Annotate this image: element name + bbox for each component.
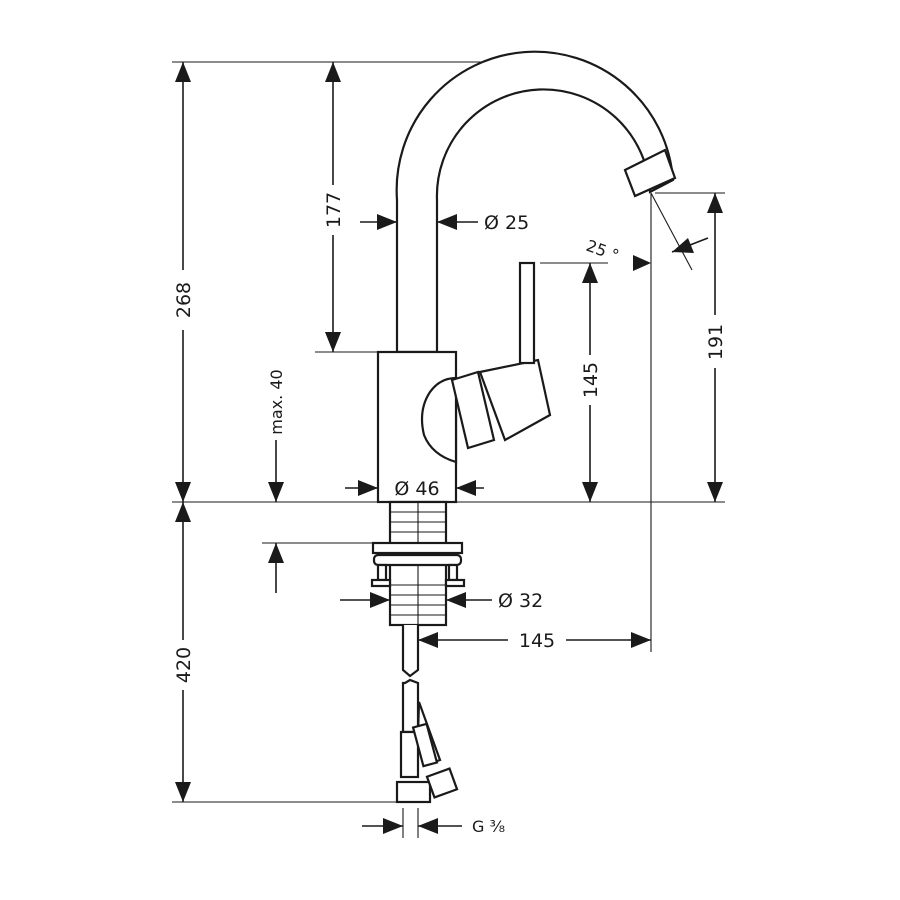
label-body-diameter: Ø 46 — [394, 478, 439, 500]
label-connection-thread: G ³⁄₈ — [472, 817, 505, 836]
label-hose-length: 420 — [173, 647, 195, 683]
label-deck-thickness: max. 40 — [267, 369, 286, 434]
label-lever-height: 145 — [580, 362, 602, 398]
extension-lines — [172, 61, 725, 838]
label-spout-diameter: Ø 25 — [484, 212, 529, 234]
faucet-outline — [370, 50, 677, 804]
label-spout-angle: 25 ° — [584, 236, 622, 265]
label-shank-diameter: Ø 32 — [498, 590, 543, 612]
label-spout-reach: 145 — [519, 630, 555, 652]
label-outlet-height: 191 — [705, 324, 727, 360]
label-total-height: 268 — [173, 282, 195, 318]
dimension-lines — [175, 62, 723, 834]
label-spout-height: 177 — [323, 192, 345, 228]
